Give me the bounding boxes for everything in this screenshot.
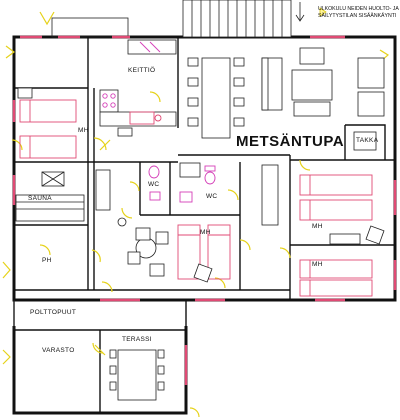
terrace-furniture	[13, 300, 165, 401]
label-storage: VARASTO	[42, 347, 75, 354]
building-name: METSÄNTUPA	[236, 133, 344, 150]
living-room-furniture	[261, 47, 385, 117]
label-bedroom-left: MH	[78, 127, 89, 134]
sauna-furniture	[15, 169, 111, 222]
left-bedroom-furniture	[17, 87, 77, 159]
entry-stairs	[51, 0, 305, 38]
right-bedroom-furniture	[261, 164, 385, 297]
note-line-2: SÄILYTYSTILAN SISÄÄNKÄYNTI	[318, 12, 396, 19]
doors	[2, 7, 390, 418]
interior-walls	[14, 37, 395, 413]
label-terrace: TERASSI	[122, 336, 152, 343]
label-fireplace: TAKKA	[356, 137, 379, 144]
lounge-chairs	[117, 217, 169, 277]
dining-set	[187, 57, 245, 139]
center-bedroom-furniture	[177, 224, 231, 283]
fireplace-block	[353, 131, 377, 151]
label-wc-right: WC	[206, 193, 217, 200]
label-woodshed: POLTTOPUUT	[30, 309, 76, 316]
note-line-1: ULKOKULU NEIDEN HUOLTO- JA	[318, 6, 399, 12]
label-wash: PH	[42, 257, 52, 264]
label-kitchen: KEITTIÖ	[128, 66, 155, 74]
label-bedroom-center: MH	[200, 229, 211, 236]
room-labels: ULKOKULU NEIDEN HUOLTO- JA SÄILYTYSTILAN…	[28, 6, 399, 354]
kitchen-furniture	[99, 39, 177, 137]
label-bedroom-right-bottom: MH	[312, 261, 323, 268]
wc-fixtures	[148, 162, 216, 203]
windows	[12, 35, 397, 385]
label-sauna: SAUNA	[28, 195, 52, 202]
label-bedroom-right-top: MH	[312, 223, 323, 230]
label-wc-left: WC	[148, 181, 159, 188]
